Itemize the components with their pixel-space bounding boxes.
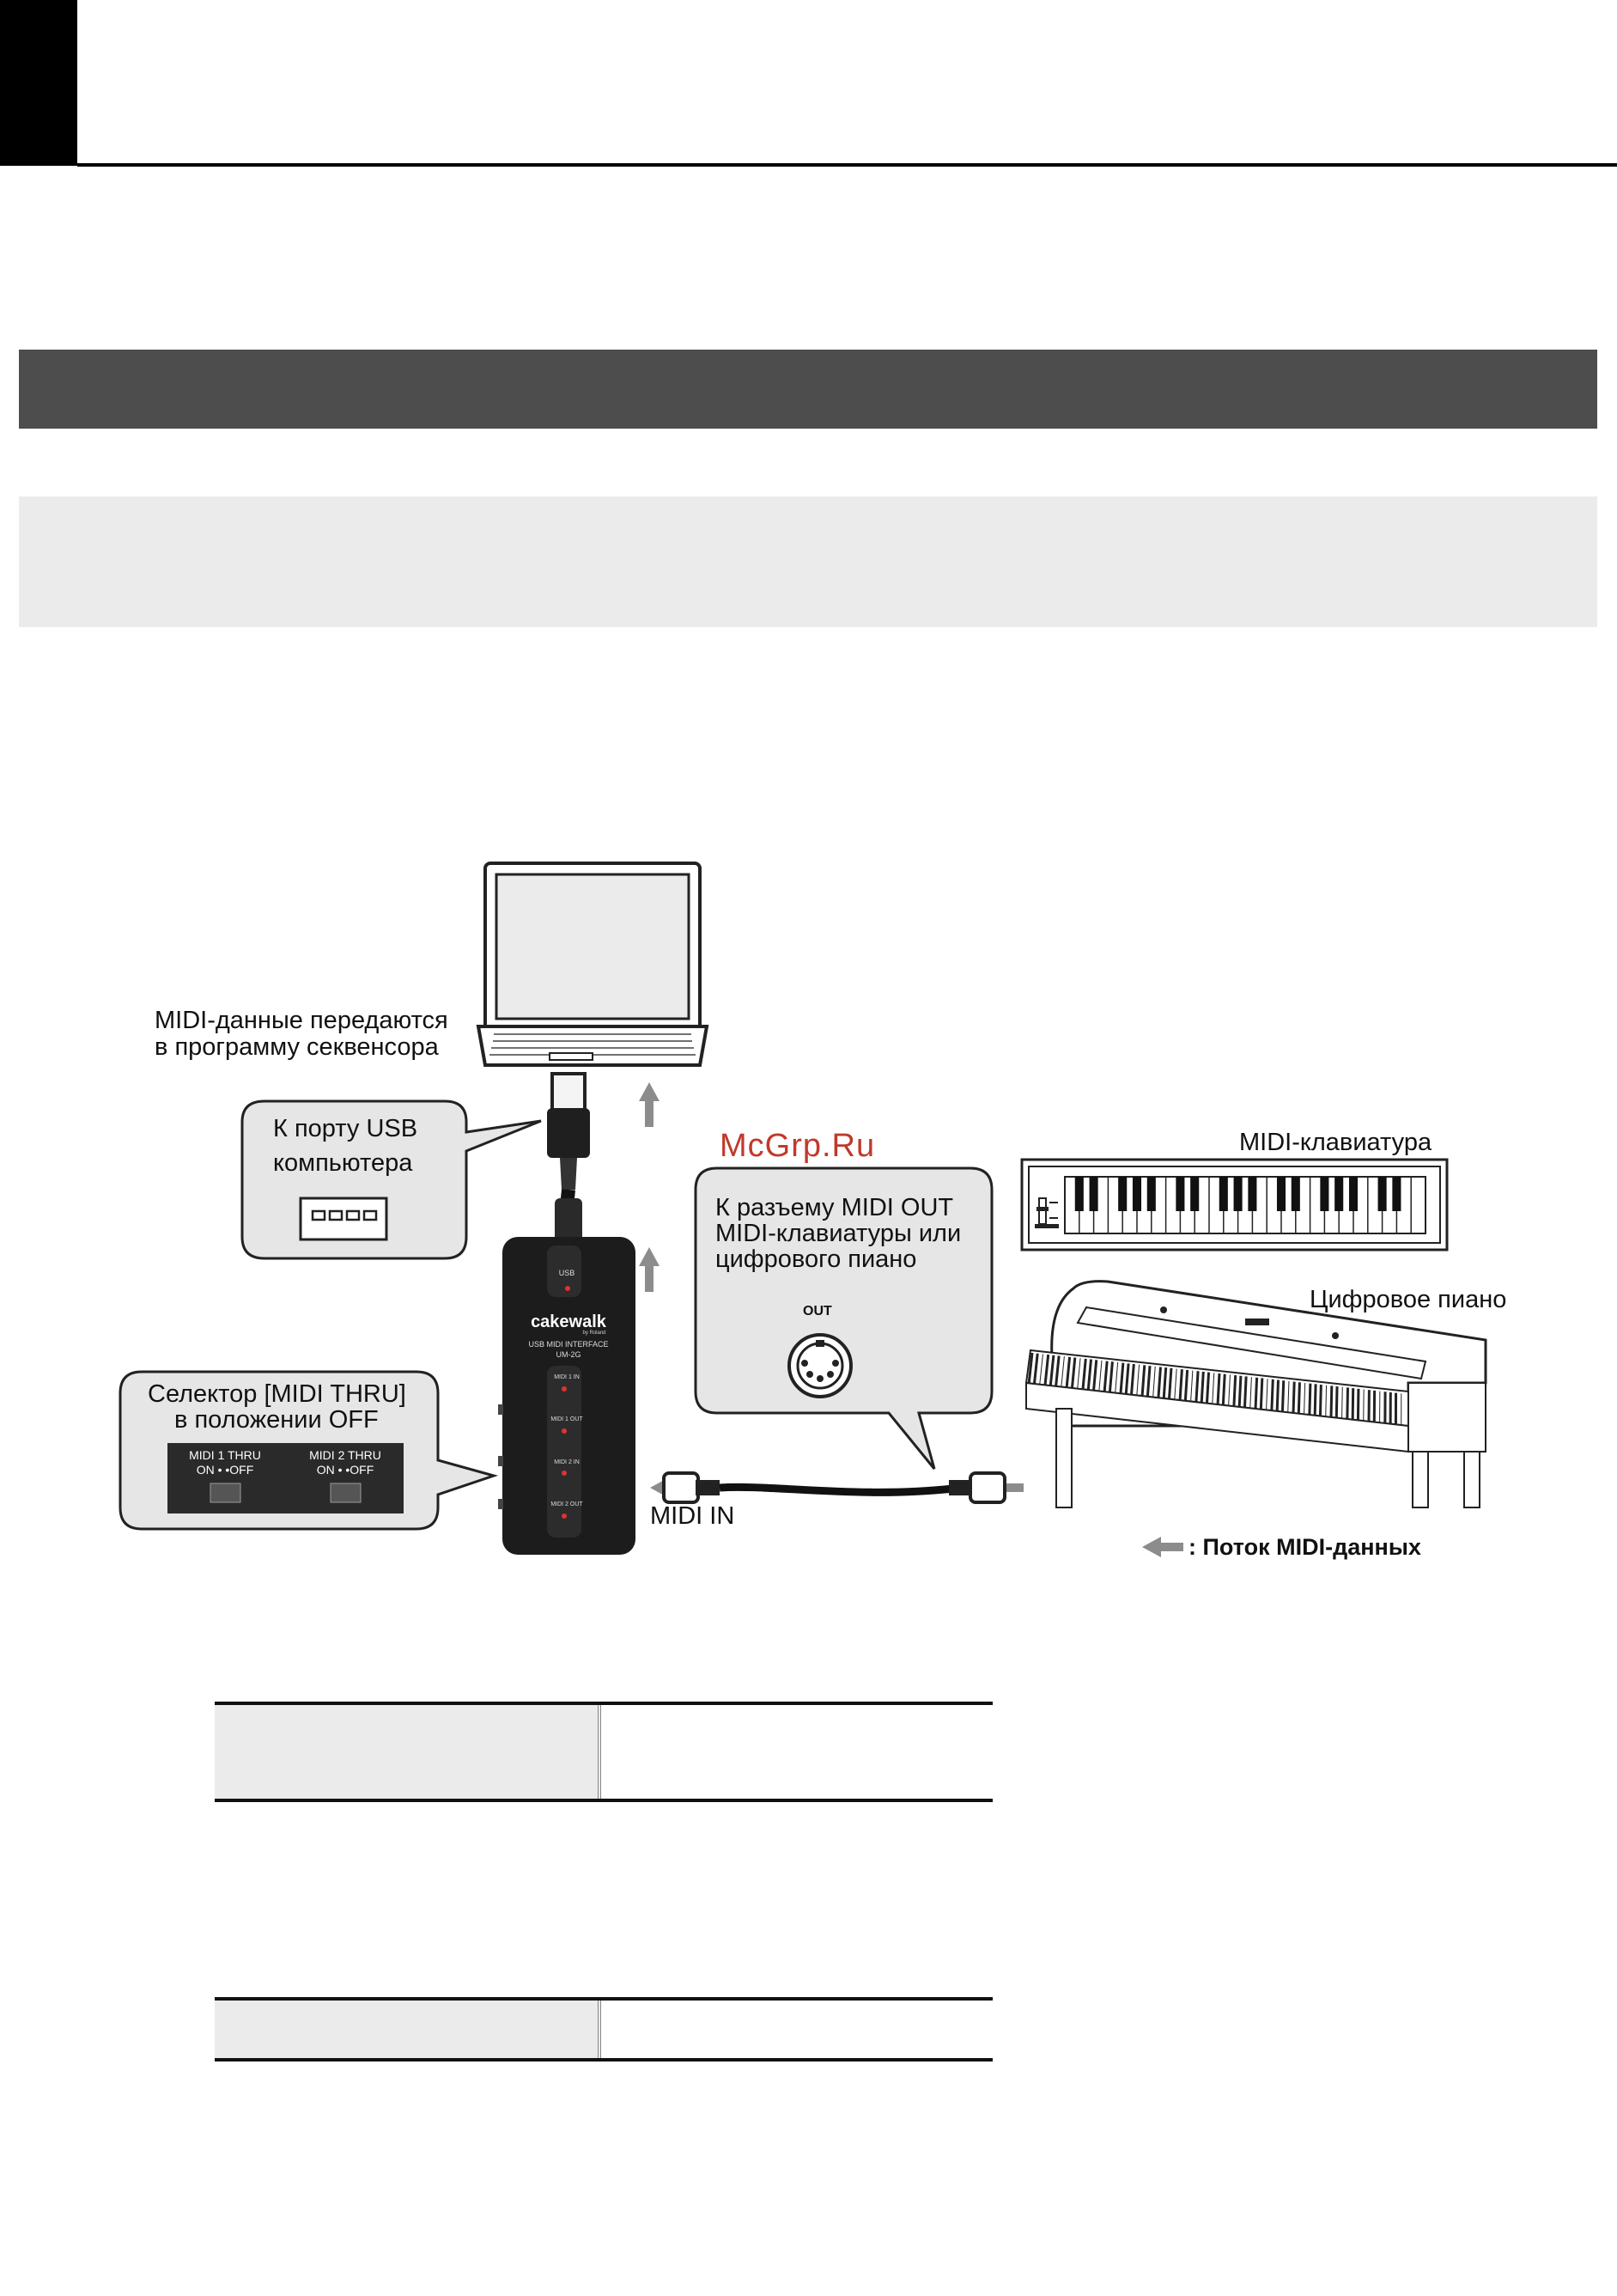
label-digital-piano: Цифровое пиано	[1310, 1286, 1507, 1313]
label-midi-keyboard: MIDI-клавиатура	[1239, 1129, 1432, 1156]
label-out-connector: OUT	[803, 1304, 832, 1319]
watermark: McGrp.Ru	[720, 1128, 876, 1164]
usb-port-callout	[240, 1099, 542, 1260]
switch2-title: MIDI 2 THRU	[309, 1448, 381, 1462]
label-selector-line1: Селектор [MIDI THRU]	[148, 1380, 406, 1408]
legend-text: : Поток MIDI-данных	[1188, 1534, 1421, 1560]
label-selector-line2: в положении OFF	[174, 1406, 379, 1434]
flow-arrow-up-lower	[639, 1247, 660, 1292]
table-2-header-cell	[215, 2001, 601, 2058]
table-1	[215, 1702, 993, 1802]
corner-block	[0, 0, 77, 166]
device-port-midi1-out: MIDI 1 OUT	[550, 1416, 583, 1422]
digital-piano-illustration	[1024, 1280, 1487, 1508]
usb-cable	[547, 1072, 590, 1241]
device-model-line2: UM-2G	[556, 1350, 581, 1359]
header-rule	[77, 163, 1617, 167]
table-2-value-cell	[601, 2001, 993, 2058]
label-midi-out-line1: К разъему MIDI OUT	[715, 1194, 954, 1221]
label-usb-port-line2: компьютера	[273, 1149, 413, 1177]
selector-callout: MIDI 1 THRU ON • •OFF MIDI 2 THRU ON • •…	[119, 1370, 499, 1531]
midi-out-callout	[694, 1166, 994, 1470]
label-sequencer-line1: MIDI-данные передаются	[155, 1007, 448, 1034]
device-port-midi1-in: MIDI 1 IN	[554, 1374, 580, 1380]
midi-keyboard-illustration	[1020, 1158, 1449, 1252]
label-usb-port-line1: К порту USB	[273, 1115, 418, 1142]
switch1-states: ON • •OFF	[197, 1463, 254, 1477]
table-1-value-cell	[601, 1705, 993, 1799]
device-port-midi2-in: MIDI 2 IN	[554, 1459, 580, 1465]
label-sequencer-line2: в программу секвенсора	[155, 1033, 439, 1061]
usb-midi-interface-device: USB cakewalk by Roland USB MIDI INTERFAC…	[498, 1237, 635, 1555]
device-brand: cakewalk	[531, 1312, 607, 1331]
label-midi-out-line2: MIDI-клавиатуры или	[715, 1220, 962, 1247]
laptop-illustration	[476, 862, 709, 1067]
device-model-line1: USB MIDI INTERFACE	[528, 1340, 608, 1349]
midi-cable	[662, 1471, 1006, 1504]
section-heading-bar	[19, 350, 1597, 429]
label-midi-in: MIDI IN	[650, 1502, 735, 1530]
device-brand-sub: by Roland	[582, 1331, 605, 1336]
device-port-midi2-out: MIDI 2 OUT	[550, 1501, 583, 1507]
switch2-states: ON • •OFF	[317, 1463, 374, 1477]
table-2	[215, 1997, 993, 2062]
label-midi-out-line3: цифрового пиано	[715, 1245, 917, 1273]
device-port-usb: USB	[559, 1269, 575, 1277]
subsection-heading-bar	[19, 496, 1597, 627]
table-1-header-cell	[215, 1705, 601, 1799]
switch1-title: MIDI 1 THRU	[189, 1448, 261, 1462]
legend-arrow	[1142, 1537, 1183, 1557]
flow-arrow-up-upper	[639, 1082, 660, 1127]
